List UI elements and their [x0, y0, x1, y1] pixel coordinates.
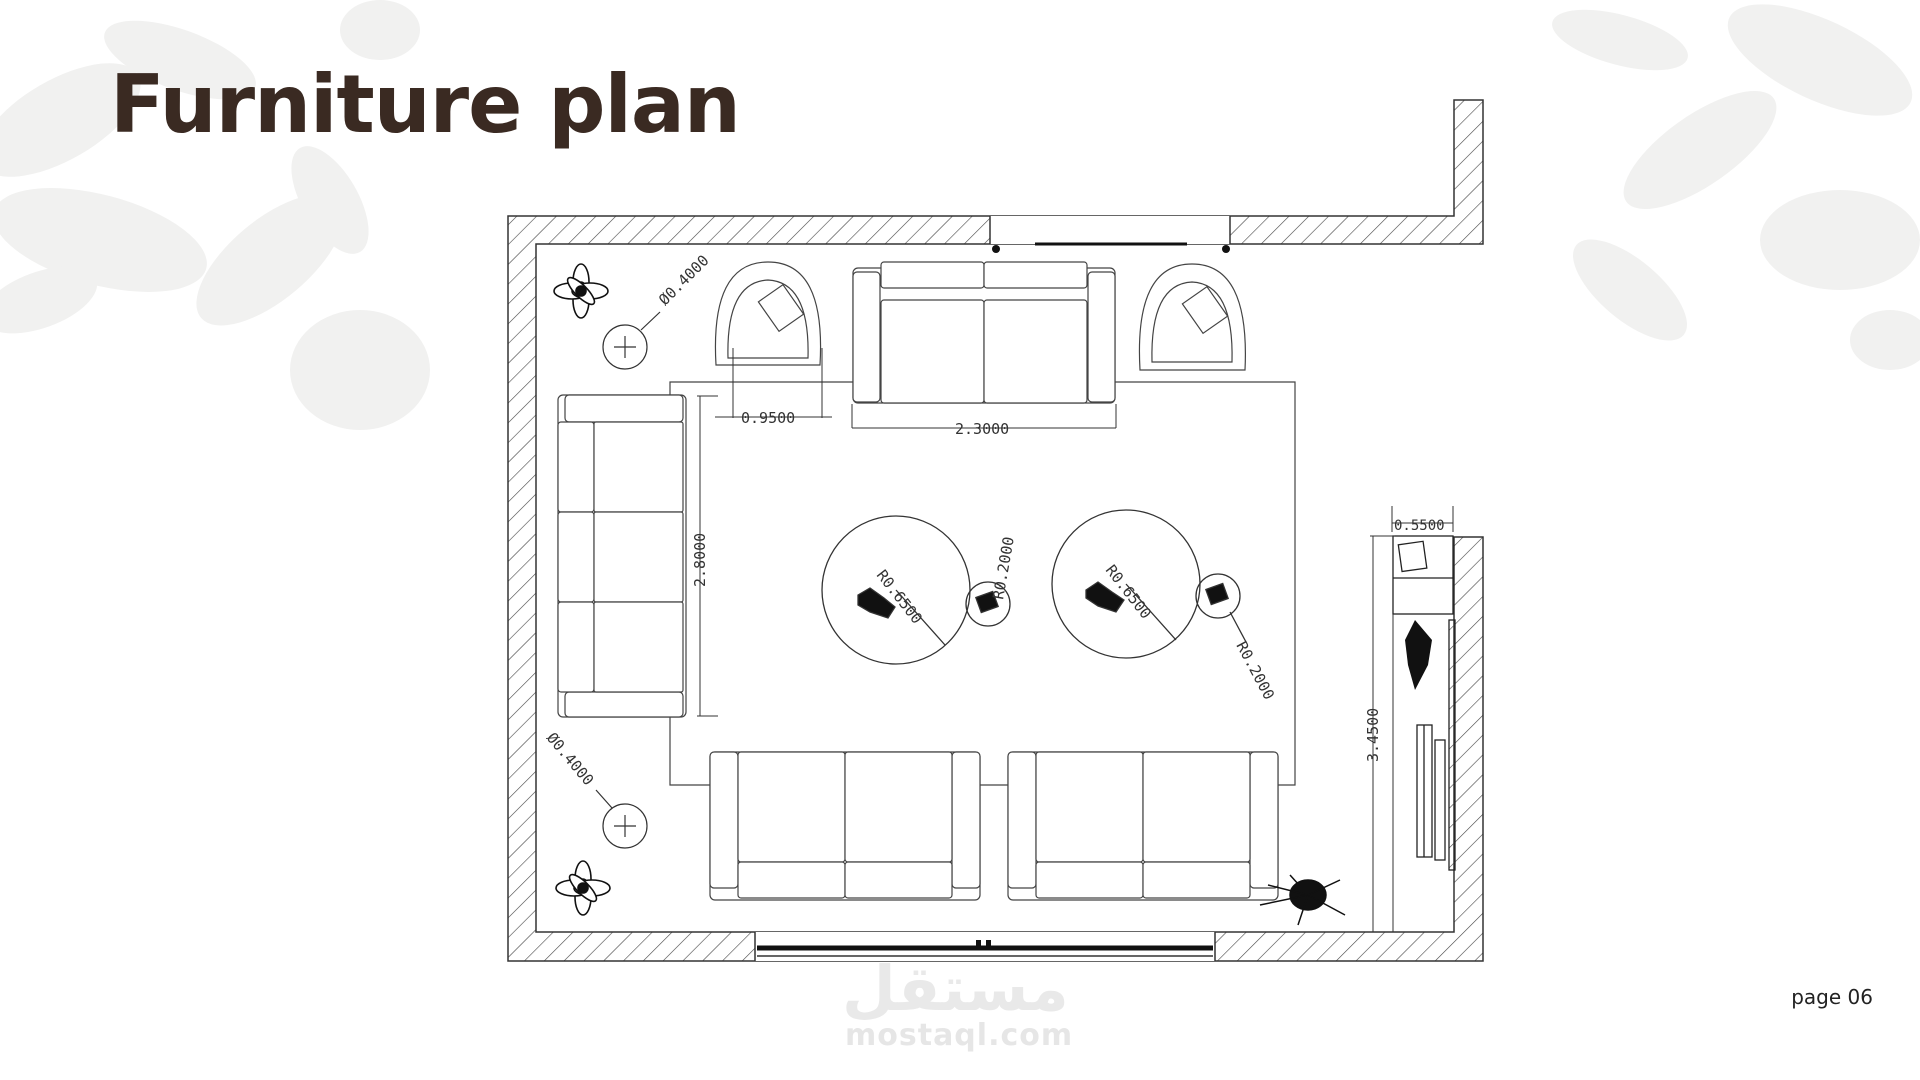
- dim-side-table-right: R0.2000: [1232, 638, 1278, 702]
- dim-armchair-gap: 0.9500: [741, 409, 795, 427]
- dimension-lines: [697, 348, 1454, 933]
- dim-sofa-width: 2.3000: [955, 420, 1009, 438]
- side-table-right: [1195, 573, 1247, 643]
- page-title: Furniture plan: [110, 58, 741, 151]
- watermark-latin: mostaql.com: [845, 1018, 1074, 1053]
- dim-side-table-left: R0.2000: [989, 535, 1018, 600]
- dim-tv-unit-depth: 0.5500: [1394, 518, 1445, 534]
- sofa-left: [557, 394, 687, 718]
- tv-unit: [1392, 535, 1456, 871]
- plant-icon: [555, 860, 611, 916]
- sofa-bottom-right: [1007, 751, 1279, 901]
- dim-lamp-bottom: Ø0.4000: [543, 729, 597, 789]
- floor-lamp-bottom: [595, 789, 648, 849]
- sofa-bottom-left: [709, 751, 981, 901]
- dim-sofa-left-length: 2.8000: [691, 533, 709, 587]
- page-number: page 06: [1791, 985, 1873, 1009]
- floor-lamp-top: [602, 311, 661, 370]
- armchair-right: [1138, 263, 1246, 371]
- sofa-top: [852, 261, 1116, 404]
- area-rug: [669, 381, 1296, 786]
- side-table-left: [965, 581, 1011, 627]
- watermark-arabic: مستقل: [842, 952, 1069, 1025]
- armchair-left: [714, 261, 822, 366]
- walls: [507, 99, 1484, 962]
- plant-icon: [553, 263, 609, 319]
- dim-lamp-top: Ø0.4000: [655, 251, 712, 308]
- corner-plant-icon: [1259, 874, 1346, 926]
- coffee-table-left: [821, 515, 971, 665]
- dim-tv-wall-length: 3.4500: [1364, 708, 1382, 762]
